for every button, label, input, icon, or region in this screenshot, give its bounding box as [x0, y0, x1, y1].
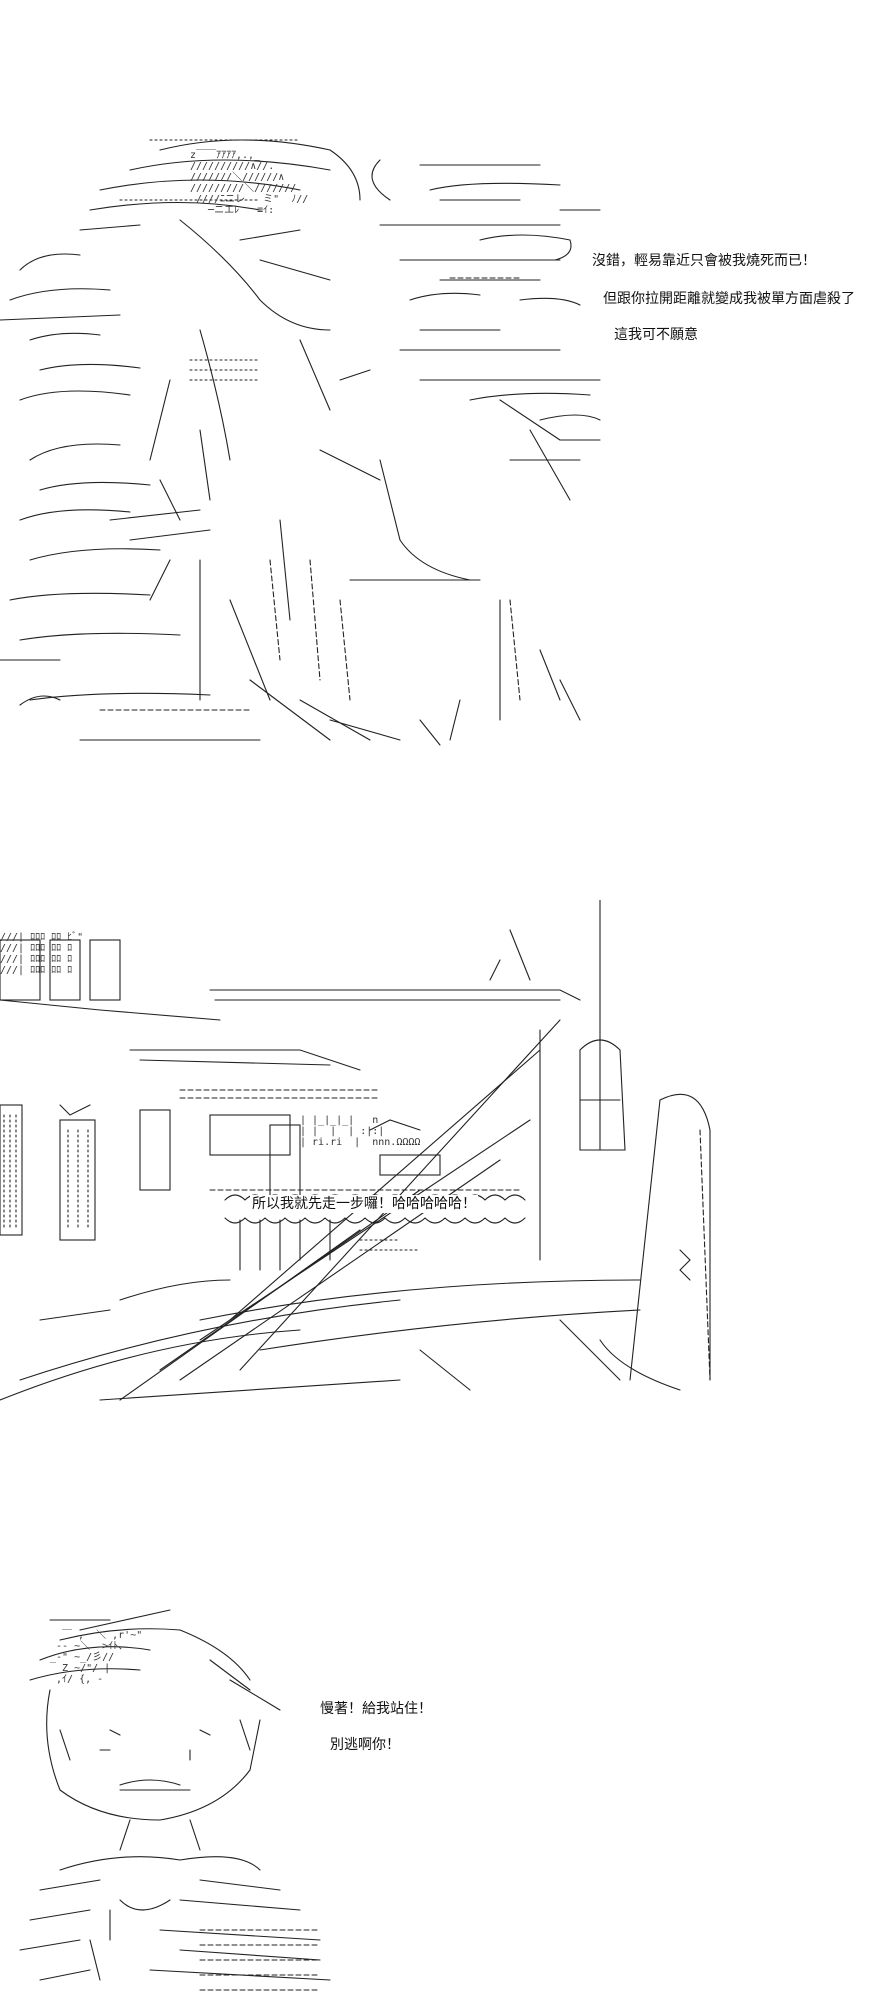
speech-line-2: 但跟你拉開距離就變成我被單方面虐殺了	[603, 291, 855, 307]
ascii-art-hair-top: z￣￣ｱｱｱｱ,.,_ //////////∧//. ///////＼/////…	[190, 150, 309, 216]
speech-line-dont-run: 別逃啊你！	[330, 1737, 400, 1753]
panel-boy-shouting: ￣ , ＼ ,r'~" -- ~＼ >ｲﾄ、 _-" ~_/彡// Z ~/"/…	[0, 1600, 890, 2000]
ascii-art-shop-sign: | |_|_|_| n | | | | :|:| | ri.ri | nnn.Ω…	[300, 1115, 421, 1148]
panel-town-street: ///| ﾛﾛﾛ ﾛﾛ ﾋﾞ" ///| ﾛﾛﾛ ﾛﾛ ﾛ ///| ﾛﾛﾛ ﾛ…	[0, 900, 890, 1440]
speech-line-1: 沒錯，輕易靠近只會被我燒死而已！	[592, 253, 816, 269]
ascii-art-boy	[19, 1609, 331, 1991]
ascii-art-boy-hair-text: ￣ , ＼ ,r'~" -- ~＼ >ｲﾄ、 _-" ~_/彡// Z ~/"/…	[50, 1630, 143, 1685]
ascii-art-town-street	[0, 900, 711, 1401]
ascii-art-figure-flames	[0, 139, 601, 746]
ascii-art-building-windows: ///| ﾛﾛﾛ ﾛﾛ ﾋﾞ" ///| ﾛﾛﾛ ﾛﾛ ﾛ ///| ﾛﾛﾛ ﾛ…	[0, 932, 84, 976]
speech-laugh: 所以我就先走一步囉！哈哈哈哈哈！	[250, 1195, 478, 1213]
speech-line-3: 這我可不願意	[614, 327, 698, 343]
speech-line-wait: 慢著！給我站住！	[320, 1701, 432, 1717]
panel-figure-flames: z￣￣ｱｱｱｱ,.,_ //////////∧//. ///////＼/////…	[0, 0, 890, 760]
